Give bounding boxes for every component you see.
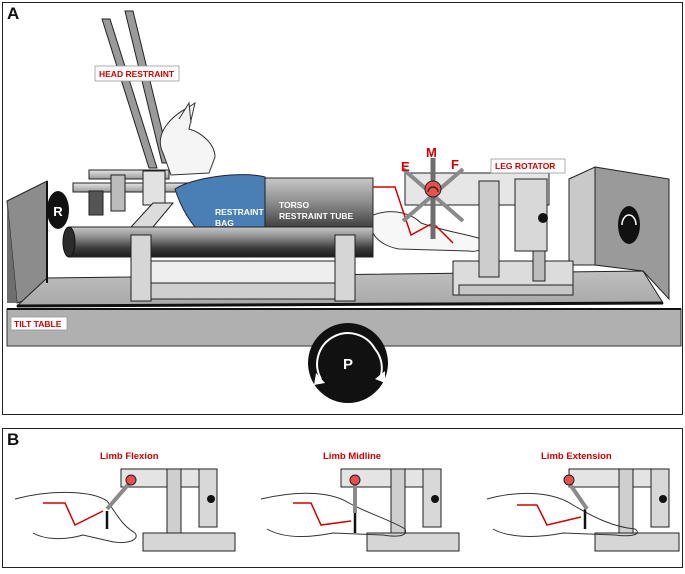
support-post-right <box>334 234 356 302</box>
limb-position-midline: Limb Midline <box>260 451 460 552</box>
restraint-bag <box>174 174 268 236</box>
right-rotation-disk <box>618 206 640 244</box>
hind-leg <box>372 211 485 252</box>
panel-b-letter: B <box>7 430 20 449</box>
limb-position-extension: Limb Extension <box>486 451 680 552</box>
animal-head <box>159 101 216 176</box>
restraint-bag-label-1: RESTRAINT <box>215 207 264 217</box>
f-label: F <box>451 157 459 172</box>
head-restraint-label: HEAD RESTRAINT <box>99 69 175 79</box>
limb-flexion-label: Limb Flexion <box>100 451 159 462</box>
m-label: M <box>426 145 437 160</box>
limb-positions-diagram: Limb Flexion Limb Midline <box>14 451 680 552</box>
limb-position-flexion: Limb Flexion <box>14 451 236 552</box>
tilt-table-label: TILT TABLE <box>14 319 62 329</box>
limb-angle-line <box>373 186 454 244</box>
p-label: P <box>343 356 353 373</box>
restraint-bag-label-2: BAG <box>215 218 234 228</box>
torso-tube-label-2: RESTRAINT TUBE <box>279 211 353 221</box>
r-label: R <box>53 204 63 219</box>
panel-a: A <box>2 2 683 415</box>
panel-b: B Limb Flexion Limb Midline <box>2 428 683 568</box>
limb-midline-label: Limb Midline <box>323 451 381 462</box>
rotation-disk-r <box>47 191 69 229</box>
tube-body <box>68 226 374 258</box>
support-post-left <box>130 234 152 302</box>
e-label: E <box>401 159 410 174</box>
rotator-joint <box>424 180 442 198</box>
panel-a-letter: A <box>7 4 20 23</box>
pitch-disk-p <box>308 323 388 403</box>
apparatus-diagram: R HEAD RESTRAINT RESTRAINT BAG TORSO RES… <box>6 10 682 403</box>
limb-extension-label: Limb Extension <box>541 451 612 462</box>
head-restraint-rod-1 <box>101 18 158 169</box>
torso-tube-label-1: TORSO <box>279 200 309 210</box>
leg-rotator-label: LEG ROTATOR <box>495 161 555 171</box>
